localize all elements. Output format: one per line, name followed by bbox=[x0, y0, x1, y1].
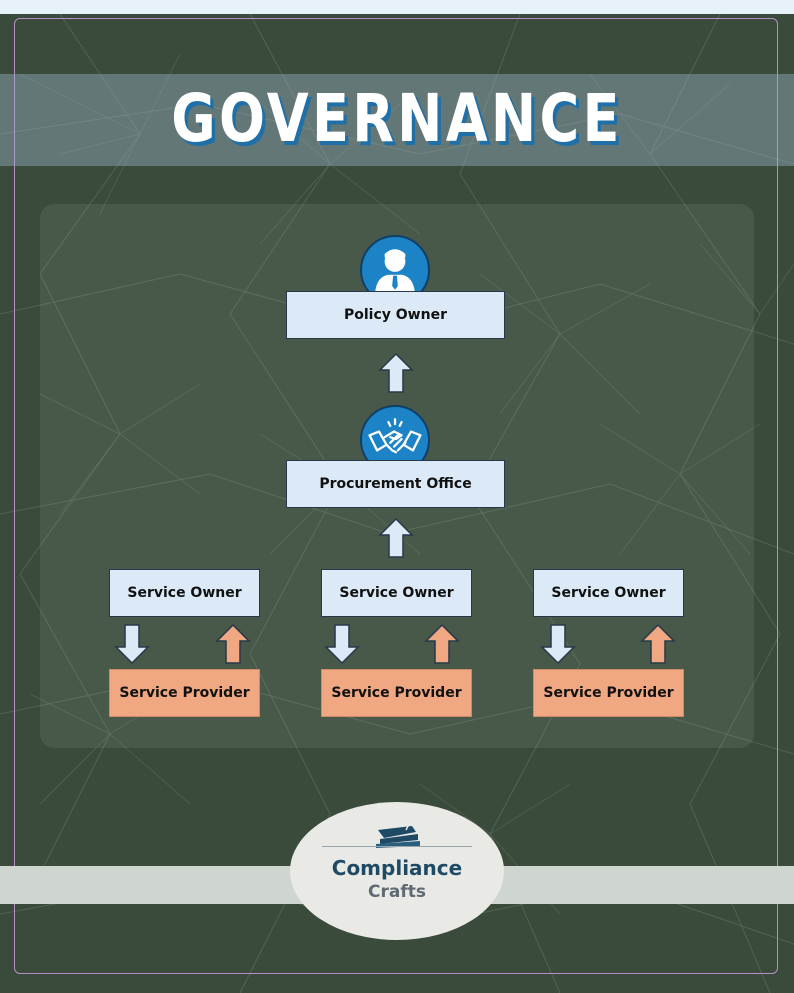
service-provider-node-1: Service Provider bbox=[109, 669, 260, 717]
border-frame bbox=[14, 18, 778, 974]
service-owner-node-1: Service Owner bbox=[109, 569, 260, 617]
procurement-office-node: Procurement Office bbox=[286, 460, 505, 508]
arrow-up-to-procurement bbox=[378, 517, 414, 558]
poster-canvas: GOVERNANCE Policy Owner Procurement Offi… bbox=[0, 14, 794, 993]
policy-owner-node: Policy Owner bbox=[286, 291, 505, 339]
logo-name: Compliance bbox=[331, 856, 463, 880]
page-title: GOVERNANCE bbox=[171, 80, 623, 157]
service-provider-node-3: Service Provider bbox=[533, 669, 684, 717]
arrow-down-to-provider-1 bbox=[114, 624, 150, 665]
service-owner-node-3: Service Owner bbox=[533, 569, 684, 617]
service-owner-node-2: Service Owner bbox=[321, 569, 472, 617]
title-band bbox=[0, 74, 794, 166]
arrow-up-to-owner-1 bbox=[215, 623, 251, 664]
arrow-up-to-owner-3 bbox=[640, 623, 676, 664]
service-provider-node-2: Service Provider bbox=[321, 669, 472, 717]
logo-divider bbox=[322, 846, 472, 847]
logo-subtitle: Crafts bbox=[368, 882, 426, 902]
brand-logo: Compliance Crafts bbox=[290, 802, 504, 940]
arrow-up-to-policy-owner bbox=[378, 352, 414, 393]
arrow-down-to-provider-3 bbox=[540, 624, 576, 665]
stapler-icon bbox=[376, 825, 420, 848]
arrow-down-to-provider-2 bbox=[324, 624, 360, 665]
arrow-up-to-owner-2 bbox=[424, 623, 460, 664]
top-strip bbox=[0, 0, 794, 14]
